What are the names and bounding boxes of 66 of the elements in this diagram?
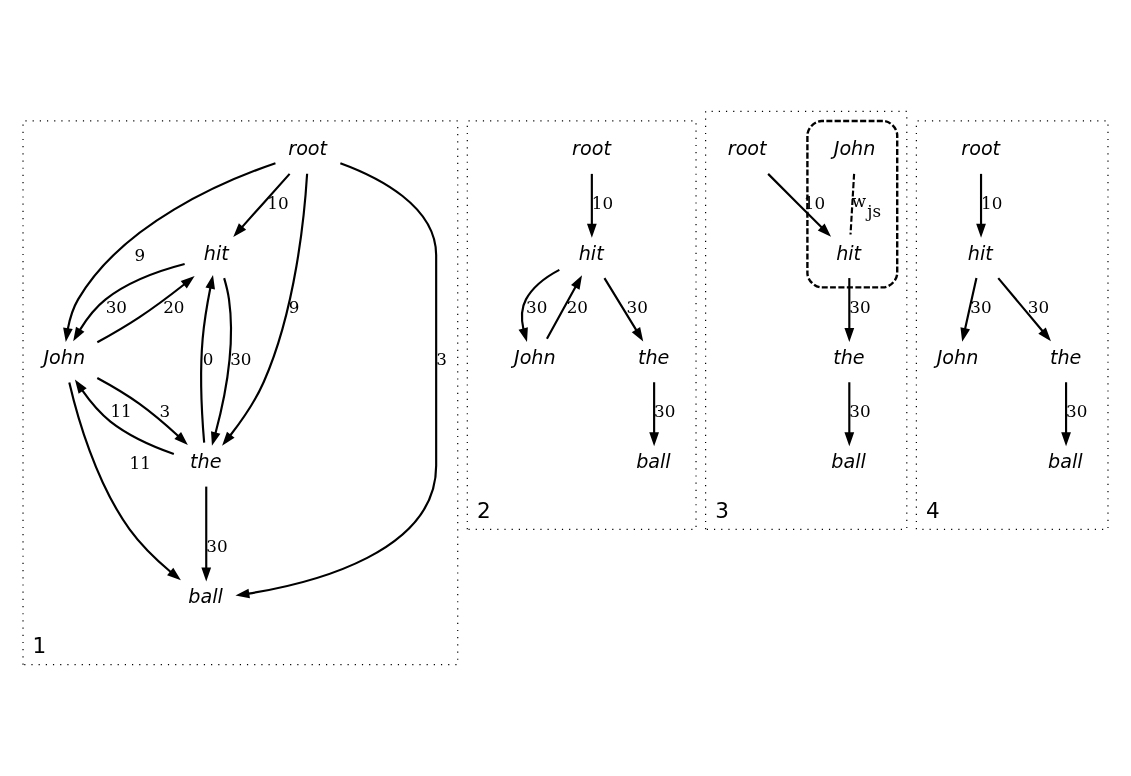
arrow [73, 263, 185, 342]
edge-label: 9 [288, 296, 300, 317]
node-text: root [288, 137, 328, 161]
arrow [222, 173, 309, 446]
node-text: hit [836, 241, 862, 265]
edge-label: 10 [267, 192, 289, 213]
edge-label: 3 [436, 348, 447, 369]
node-text: hit [967, 241, 993, 265]
arrow [960, 277, 978, 342]
arrow [68, 382, 181, 581]
edge-label: 30 [849, 296, 871, 317]
connector [849, 173, 856, 235]
node-text: hit [578, 241, 604, 265]
edge-label: 11 [110, 400, 132, 421]
node-text: ball [188, 585, 223, 609]
edge-label: 30 [525, 296, 548, 317]
edge-label: 20 [163, 296, 185, 317]
edge-label: 9 [134, 244, 146, 265]
edge-label: 3 [159, 400, 171, 421]
edge-label: 10 [591, 192, 614, 213]
arrow [211, 277, 232, 446]
arrow [96, 276, 195, 344]
node-text: root [961, 137, 1001, 161]
arrow [235, 162, 438, 599]
arrow [546, 275, 583, 340]
node-text: the [833, 345, 865, 369]
arrow [74, 379, 175, 455]
node-text: the [1049, 345, 1082, 369]
edge-label: 30 [970, 296, 992, 317]
arrow [233, 173, 291, 237]
edge-label: 30 [849, 400, 871, 421]
edge-label: 20 [566, 296, 589, 317]
edge-label: 11 [129, 453, 151, 474]
edge-label: 10 [981, 192, 1003, 213]
arrow [844, 382, 855, 447]
node-text: ball [1048, 450, 1083, 473]
edge-label: 30 [626, 296, 648, 317]
edge-label: 30 [230, 348, 252, 369]
node-text: root [727, 137, 767, 161]
node-text: ball [636, 450, 671, 473]
edge-label: 30 [654, 400, 676, 421]
arrow [586, 173, 597, 238]
edge-label: 30 [105, 296, 127, 317]
edge-label: 10 [803, 192, 826, 213]
node-text: hit [203, 241, 229, 265]
edge-label: 30 [1066, 400, 1088, 421]
arrow [844, 278, 855, 342]
arrow [63, 162, 276, 342]
node-text: the [637, 345, 670, 369]
arrow [997, 277, 1051, 342]
arrow [200, 274, 215, 443]
arrow [767, 173, 832, 237]
cluster [806, 119, 899, 289]
arrow [96, 377, 188, 446]
node-text: ball [831, 450, 866, 473]
arrow [603, 277, 644, 342]
node-text: root [572, 137, 611, 161]
arrow [201, 486, 212, 582]
edge-label: 0 [202, 348, 214, 369]
arrow [976, 173, 986, 238]
edge-label: 30 [206, 536, 228, 557]
arrow [649, 382, 659, 447]
edge-label: 30 [1027, 296, 1050, 317]
arrow [1061, 382, 1071, 447]
arrow [518, 268, 560, 342]
node-text: the [190, 450, 222, 473]
